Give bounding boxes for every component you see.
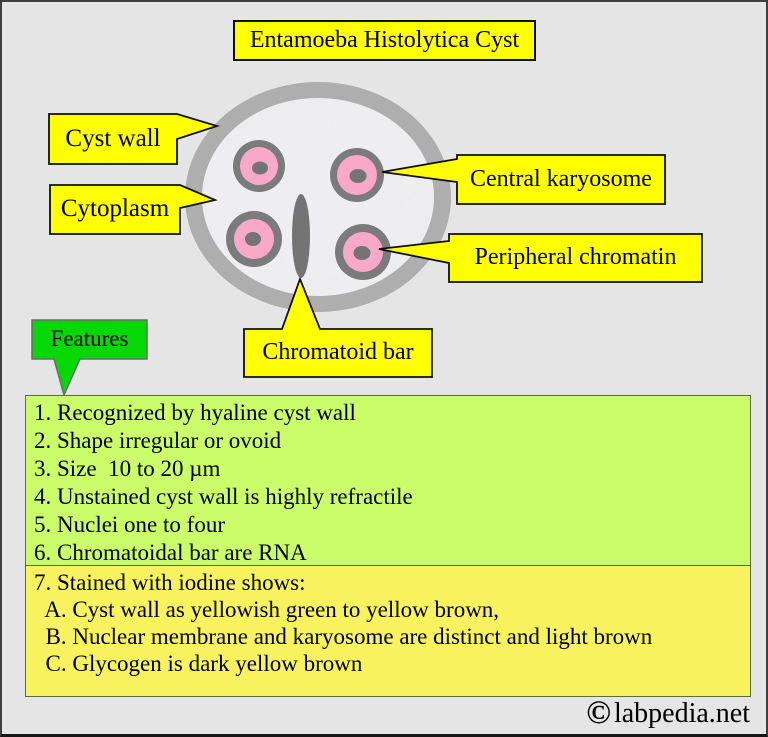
features-callout-box	[31, 319, 148, 398]
chromatoid-bar-shape	[292, 194, 310, 278]
features-list-yellow: 7. Stained with iodine shows: A. Cyst wa…	[25, 566, 751, 697]
feature-item: 4. Unstained cyst wall is highly refract…	[34, 484, 413, 509]
features-label: Features	[50, 326, 129, 352]
peripheral-chromatin-callout-box	[378, 233, 703, 283]
copyright: © labpedia.net	[586, 697, 750, 730]
chromatoid-bar-callout-box	[243, 276, 433, 378]
peripheral-chromatin-label: Peripheral chromatin	[474, 244, 677, 271]
cyst-illustration	[185, 82, 451, 312]
cytoplasm-label: Cytoplasm	[60, 195, 170, 223]
features-list-green: 1. Recognized by hyaline cyst wall 2. Sh…	[25, 395, 751, 566]
labpedia-site-label: labpedia.net	[613, 697, 750, 729]
page-title: Entamoeba Histolytica Cyst	[249, 26, 520, 53]
feature-item: B. Nuclear membrane and karyosome are di…	[34, 624, 653, 649]
karyosome-dot	[252, 161, 268, 175]
feature-item: 3. Size 10 to 20 µm	[34, 456, 221, 481]
copyright-icon: ©	[586, 695, 611, 731]
karyosome-dot	[353, 246, 371, 260]
feature-item: 2. Shape irregular or ovoid	[34, 428, 282, 453]
nucleus-top-right	[330, 148, 384, 202]
nucleus-bottom-left	[226, 211, 282, 267]
feature-item: 5. Nuclei one to four	[34, 512, 225, 537]
feature-item: 6. Chromatoidal bar are RNA	[34, 540, 307, 565]
cyst-wall-label: Cyst wall	[65, 124, 161, 152]
central-karyosome-callout-box	[381, 154, 666, 205]
central-karyosome-label: Central karyosome	[470, 165, 652, 192]
karyosome-dot	[349, 169, 367, 183]
nucleus-top-left	[233, 140, 285, 192]
nucleus-bottom-right	[335, 224, 391, 280]
feature-item: 7. Stained with iodine shows:	[34, 570, 306, 595]
feature-item: 1. Recognized by hyaline cyst wall	[34, 400, 356, 425]
cytoplasm-callout-box	[49, 184, 218, 235]
karyosome-dot	[245, 232, 261, 246]
feature-item: A. Cyst wall as yellowish green to yello…	[34, 597, 500, 622]
chromatoid-bar-label: Chromatoid bar	[262, 339, 414, 366]
title-callout-box	[233, 20, 536, 61]
feature-item: C. Glycogen is dark yellow brown	[34, 651, 363, 676]
cyst-wall-callout-box	[48, 113, 221, 165]
